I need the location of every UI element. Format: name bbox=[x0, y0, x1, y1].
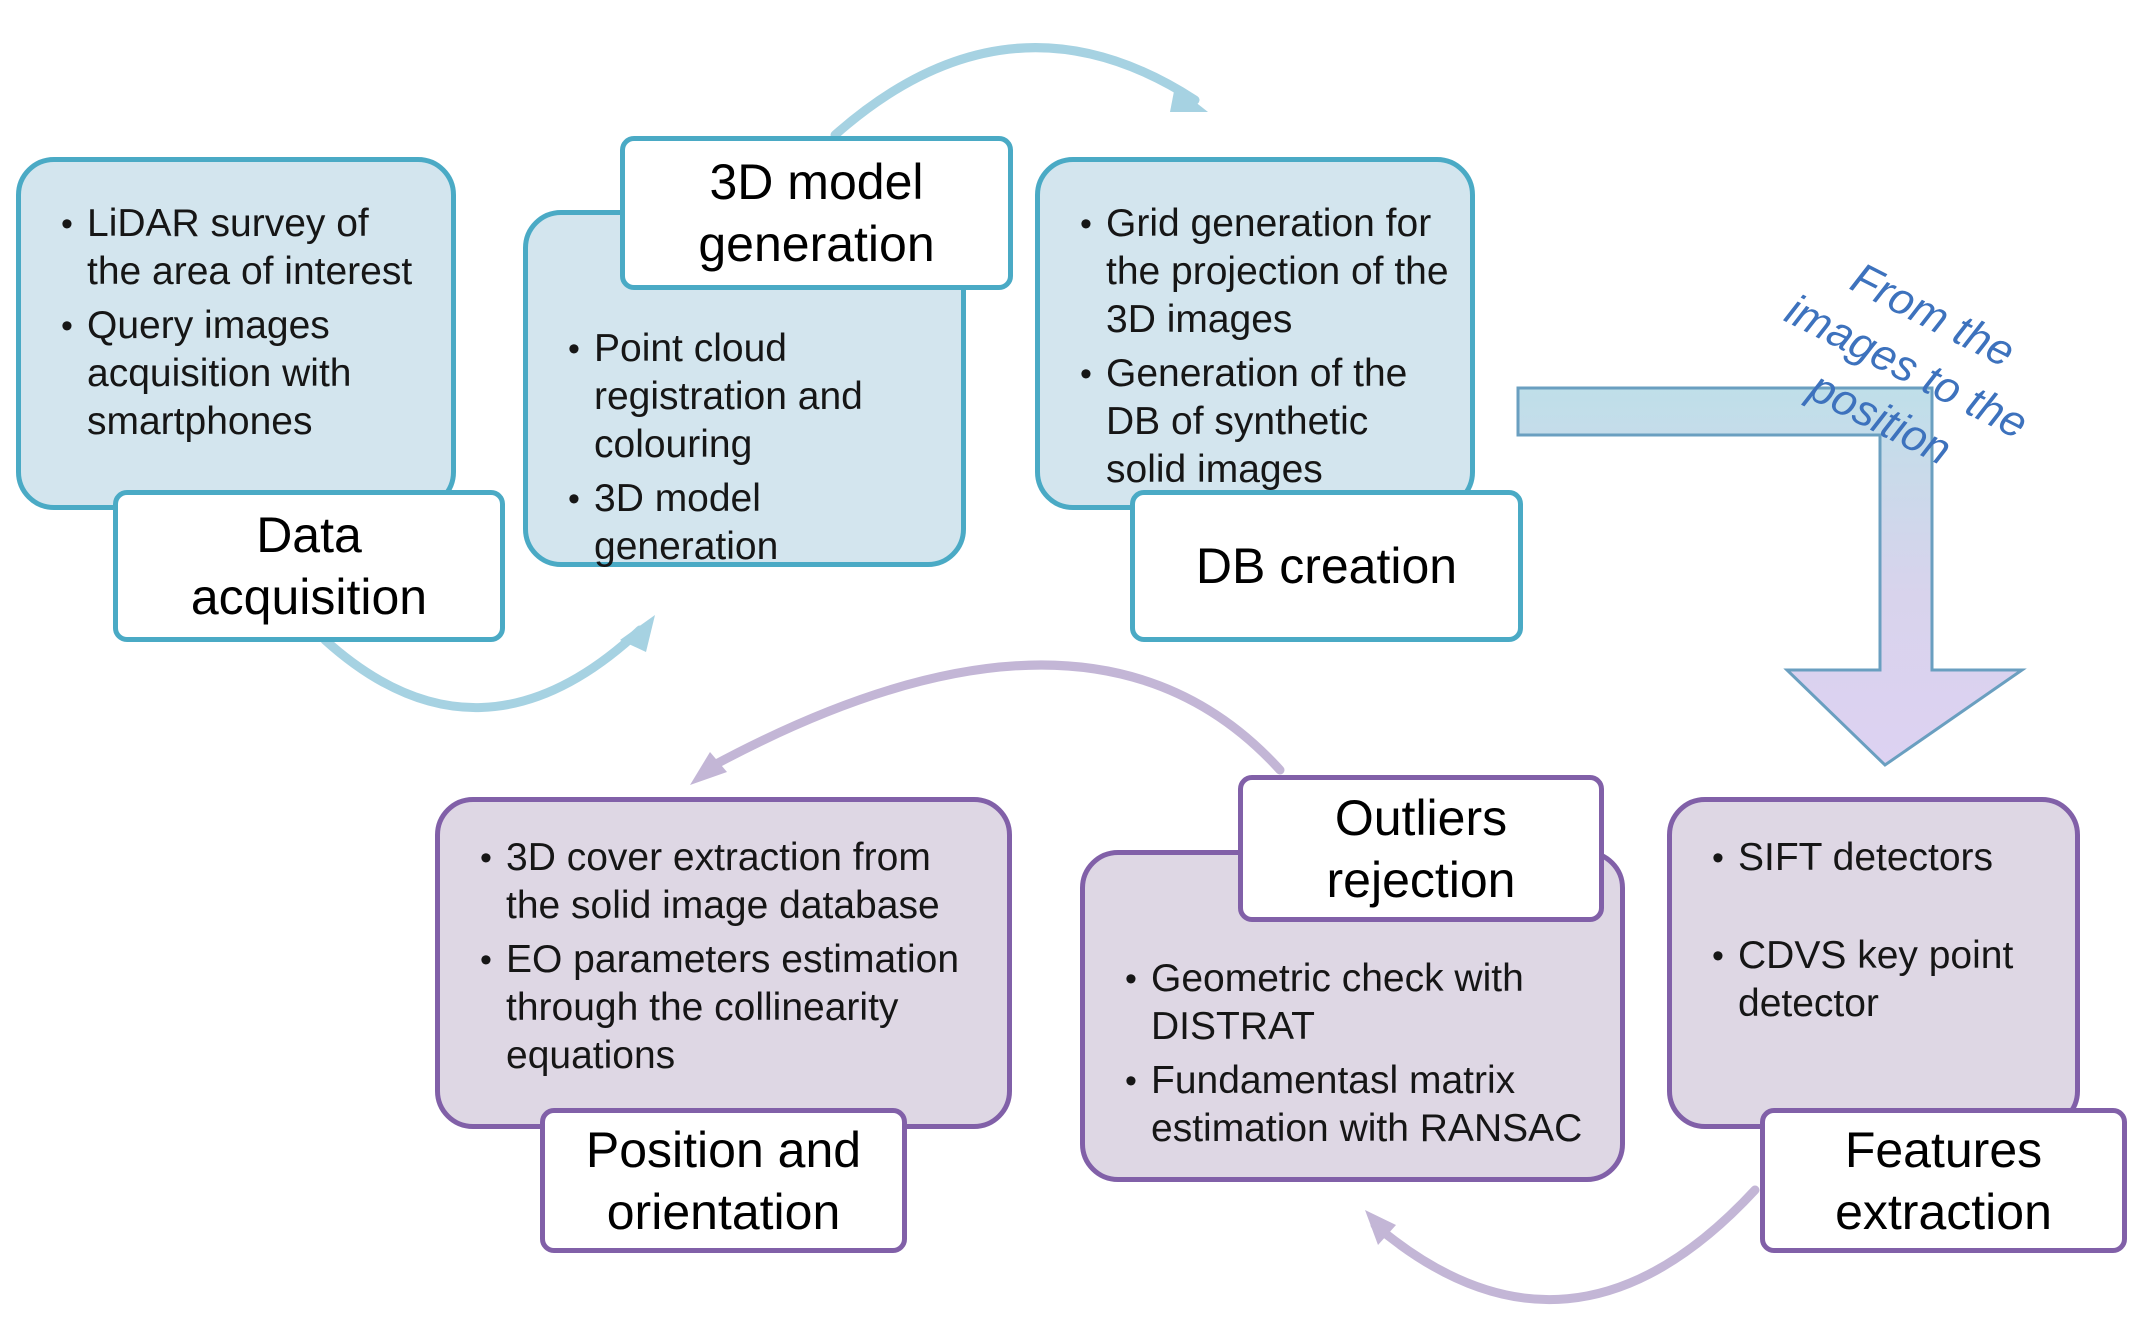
position-orientation-card: 3D cover extraction from the solid image… bbox=[435, 797, 1012, 1129]
model-generation-bullets: Point cloud registration and colouring 3… bbox=[568, 325, 941, 571]
transition-elbow-arrow bbox=[1516, 386, 2027, 767]
db-creation-label: DB creation bbox=[1130, 490, 1523, 642]
position-orientation-title: Position and orientation bbox=[585, 1121, 862, 1240]
data-acquisition-label: Data acquisition bbox=[113, 490, 505, 642]
position-orientation-label: Position and orientation bbox=[540, 1108, 907, 1253]
outliers-rejection-label: Outliers rejection bbox=[1238, 775, 1604, 922]
bullet-item: CDVS key point detector bbox=[1712, 932, 2055, 1028]
bullet-item: LiDAR survey of the area of interest bbox=[61, 200, 431, 296]
arrow-outliers-to-position bbox=[700, 660, 1285, 775]
position-orientation-bullets: 3D cover extraction from the solid image… bbox=[480, 834, 987, 1080]
bullet-item: 3D model generation bbox=[568, 475, 941, 571]
outliers-rejection-title: Outliers rejection bbox=[1326, 789, 1516, 908]
bullet-item: Query images acquisition with smartphone… bbox=[61, 302, 431, 446]
features-extraction-card: SIFT detectors CDVS key point detector bbox=[1667, 797, 2080, 1129]
bullet-item: Fundamentasl matrix estimation with RANS… bbox=[1125, 1057, 1600, 1153]
arrow-head-icon bbox=[1170, 86, 1208, 112]
bullet-item: EO parameters estimation through the col… bbox=[480, 936, 987, 1080]
model-generation-label: 3D model generation bbox=[620, 136, 1013, 290]
arrow-model-to-db bbox=[830, 43, 1200, 140]
features-extraction-bullets: SIFT detectors CDVS key point detector bbox=[1712, 834, 2055, 1028]
outliers-rejection-bullets: Geometric check with DISTRAT Fundamentas… bbox=[1125, 955, 1600, 1153]
bullet-item: SIFT detectors bbox=[1712, 834, 2055, 882]
db-creation-bullets: Grid generation for the projection of th… bbox=[1080, 200, 1450, 494]
arrow-head-icon bbox=[620, 615, 655, 652]
arrow-head-icon bbox=[690, 752, 727, 785]
data-acquisition-card: LiDAR survey of the area of interest Que… bbox=[16, 157, 456, 510]
data-acquisition-title: Data acquisition bbox=[190, 507, 428, 625]
db-creation-card: Grid generation for the projection of th… bbox=[1035, 157, 1475, 510]
bullet-item: Generation of the DB of synthetic solid … bbox=[1080, 350, 1450, 494]
bullet-item: Point cloud registration and colouring bbox=[568, 325, 941, 469]
arrow-head-icon bbox=[1365, 1210, 1396, 1245]
features-extraction-title: Features extraction bbox=[1835, 1121, 2052, 1240]
db-creation-title: DB creation bbox=[1195, 538, 1458, 594]
bullet-item: Grid generation for the projection of th… bbox=[1080, 200, 1450, 344]
bullet-item: 3D cover extraction from the solid image… bbox=[480, 834, 987, 930]
arrow-acquisition-to-model bbox=[320, 625, 645, 712]
features-extraction-label: Features extraction bbox=[1760, 1108, 2127, 1253]
data-acquisition-bullets: LiDAR survey of the area of interest Que… bbox=[61, 200, 431, 446]
bullet-item: Geometric check with DISTRAT bbox=[1125, 955, 1600, 1051]
arrow-features-to-outliers bbox=[1370, 1185, 1760, 1305]
model-generation-title: 3D model generation bbox=[698, 154, 935, 272]
